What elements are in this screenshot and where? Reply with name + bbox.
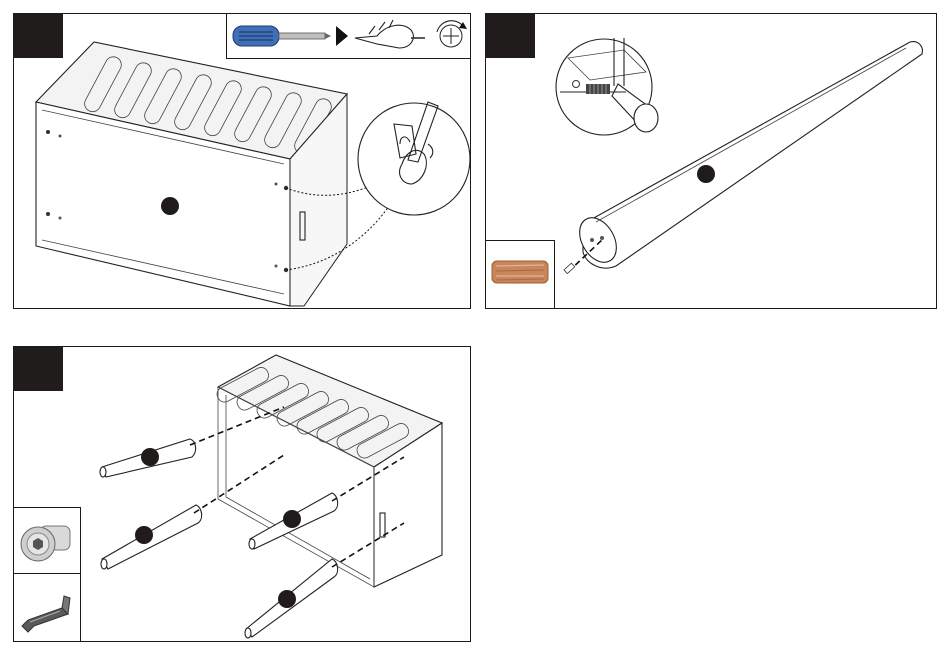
step-3-panel [13, 346, 471, 642]
screwdriver-icon [233, 26, 331, 46]
hand-rotate-icon [355, 20, 425, 48]
tool-box [226, 14, 471, 59]
callout-marker [697, 165, 715, 183]
callout-marker [141, 448, 159, 466]
zoom-circle [358, 103, 470, 215]
wood-dowel-icon [492, 261, 548, 283]
arrow-right-icon [336, 26, 348, 46]
allen-key-icon [22, 596, 70, 632]
callout-marker [161, 197, 179, 215]
leg-screw [564, 263, 575, 273]
connector-bolt-icon [21, 526, 70, 561]
connector-bolt-box [14, 507, 81, 574]
callout-marker [283, 510, 301, 528]
threaded-bolt [586, 84, 610, 94]
wood-dowel-box [486, 240, 555, 309]
callout-marker [135, 526, 153, 544]
step-3-illustration [14, 347, 470, 641]
clockwise-rotation-icon [437, 21, 467, 47]
step-2-panel [485, 13, 937, 309]
allen-key-box [14, 573, 81, 642]
callout-marker [278, 590, 296, 608]
step-1-panel [13, 13, 471, 309]
